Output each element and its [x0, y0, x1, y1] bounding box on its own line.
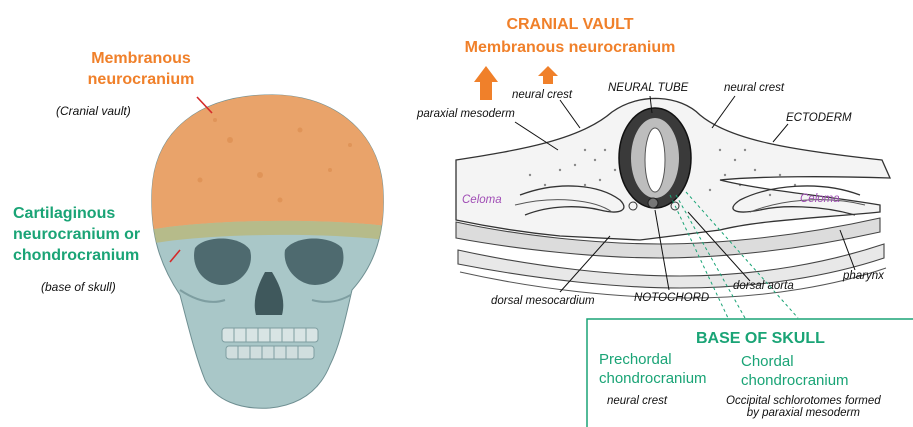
membranous-neurocranium-label: Membranous neurocranium	[48, 48, 234, 90]
label-neural-tube: NEURAL TUBE	[608, 82, 688, 94]
up-arrow-small	[538, 66, 558, 84]
prechordal-line1: Prechordal	[599, 350, 707, 369]
prechordal-chondrocranium-label: Prechordal chondrocranium	[599, 350, 707, 388]
membranous-label-line2: neurocranium	[48, 69, 234, 90]
label-dorsal-mesocardium: dorsal mesocardium	[491, 295, 595, 307]
label-ectoderm: ECTODERM	[786, 112, 852, 124]
label-paraxial-mesoderm: paraxial mesoderm	[417, 108, 515, 120]
prechordal-line2: chondrocranium	[599, 369, 707, 388]
chordal-line2: chondrocranium	[741, 371, 849, 390]
base-of-skull-title: BASE OF SKULL	[696, 328, 825, 349]
cartilaginous-neurocranium-label: Cartilaginous neurocranium or chondrocra…	[13, 203, 140, 266]
base-of-skull-label: (base of skull)	[41, 280, 116, 294]
label-celoma-right: Celoma	[800, 193, 840, 205]
box-neural-crest-label: neural crest	[607, 395, 667, 407]
occipital-sclerotomes-label: Occipital schlorotomes formed by paraxia…	[726, 395, 881, 419]
label-celoma-left: Celoma	[462, 194, 502, 206]
cartilaginous-line1: Cartilaginous	[13, 203, 140, 224]
cranial-vault-label: (Cranial vault)	[56, 104, 131, 118]
cranial-vault-title: CRANIAL VAULT	[455, 14, 685, 35]
label-neural-crest-left: neural crest	[512, 89, 572, 101]
label-pharynx: pharynx	[843, 270, 884, 282]
membranous-label-line1: Membranous	[48, 48, 234, 69]
label-dorsal-aorta: dorsal aorta	[733, 280, 794, 292]
chordal-chondrocranium-label: Chordal chondrocranium	[741, 352, 849, 390]
membranous-neurocranium-subtitle: Membranous neurocranium	[420, 37, 720, 58]
label-neural-crest-right: neural crest	[724, 82, 784, 94]
label-notochord: NOTOCHORD	[634, 292, 709, 304]
occipital-line1: Occipital schlorotomes formed	[726, 395, 881, 407]
up-arrow-large	[474, 66, 498, 100]
cartilaginous-line3: chondrocranium	[13, 245, 140, 266]
chordal-line1: Chordal	[741, 352, 849, 371]
occipital-line2: by paraxial mesoderm	[726, 407, 881, 419]
skull-image	[140, 90, 400, 408]
cartilaginous-line2: neurocranium or	[13, 224, 140, 245]
